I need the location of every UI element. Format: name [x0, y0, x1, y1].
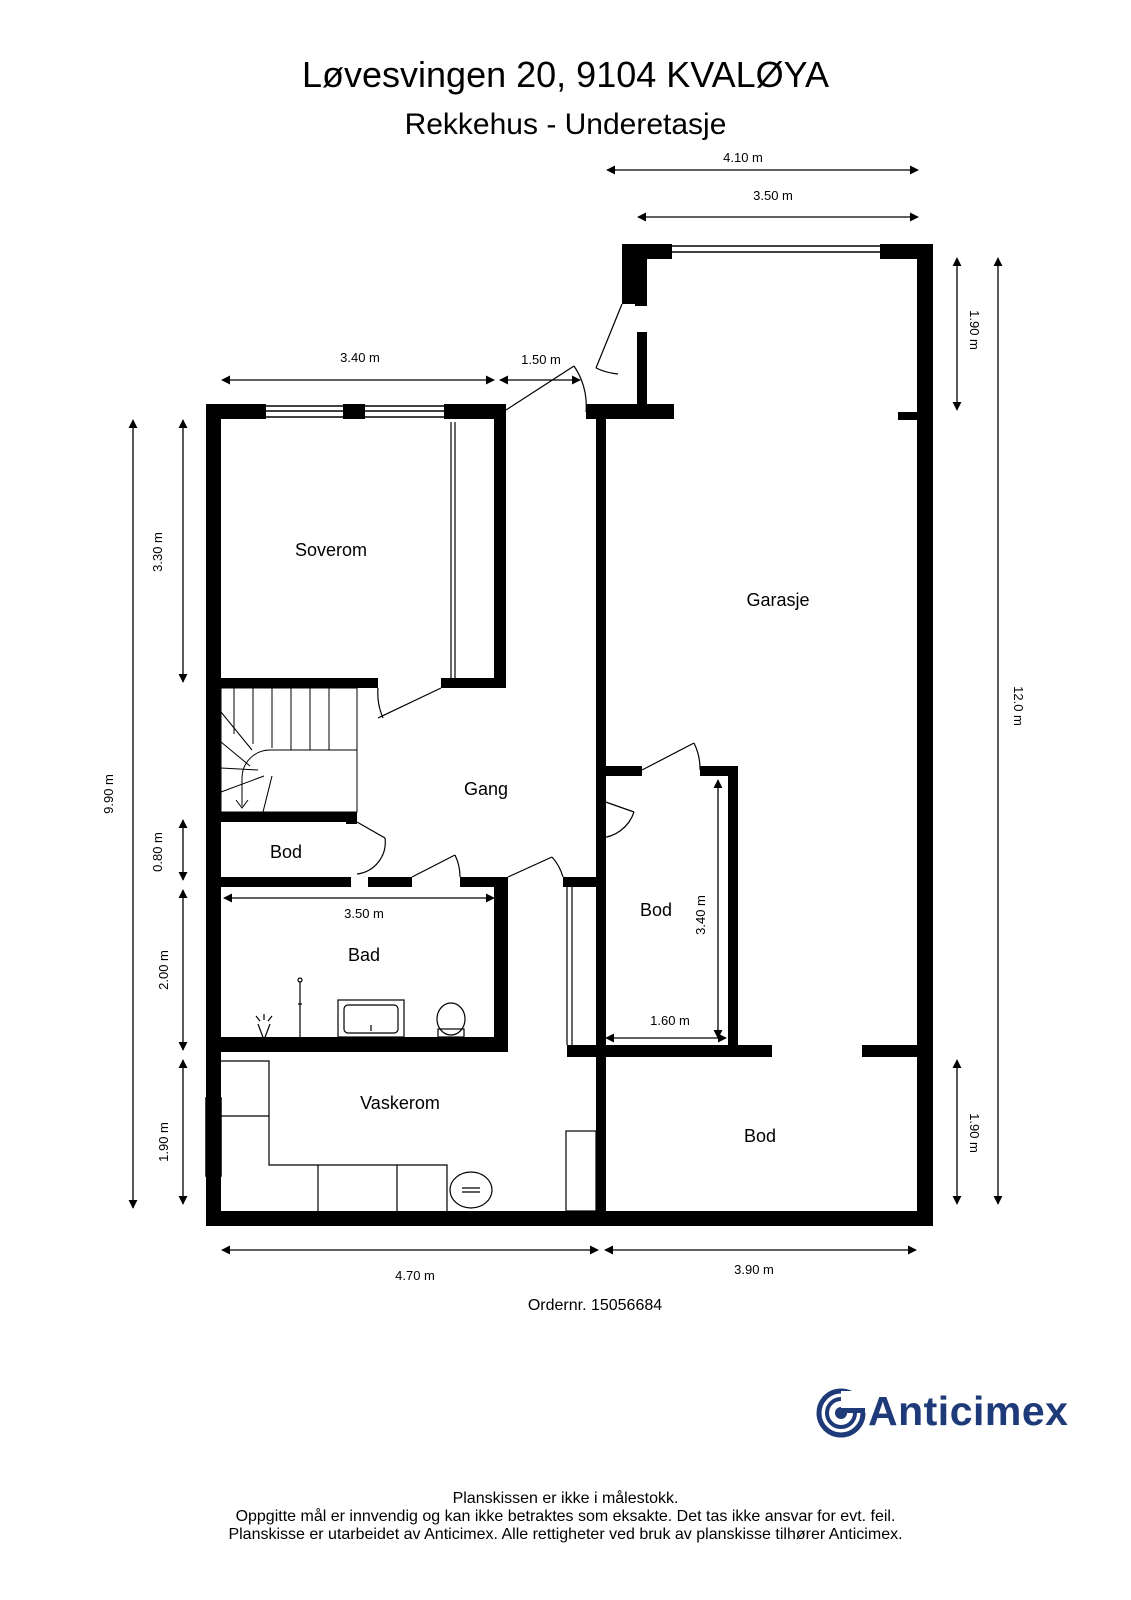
room-bad: Bad [348, 945, 380, 965]
dimension-lines [128, 165, 1003, 1255]
dim-top-3-40: 3.40 m [340, 350, 380, 365]
dim-left-1-90: 1.90 m [156, 1122, 171, 1162]
room-gang: Gang [464, 779, 508, 799]
room-garasje: Garasje [746, 590, 809, 610]
dim-right-1-90-bottom: 1.90 m [967, 1113, 982, 1153]
order-number: Ordernr. 15056684 [527, 1297, 663, 1314]
room-bod-bottom: Bod [744, 1126, 776, 1146]
logo-text: Anticimex [868, 1388, 1069, 1434]
wall-bottom [206, 1211, 933, 1226]
dim-bottom-4-70: 4.70 m [395, 1268, 435, 1283]
wall-right [917, 244, 933, 1226]
dim-bad-3-50: 3.50 m [344, 906, 384, 921]
windows [205, 245, 880, 1177]
dim-left-0-80: 0.80 m [150, 832, 165, 872]
fixtures [221, 977, 597, 1212]
dim-left-9-90: 9.90 m [101, 774, 116, 814]
doors [356, 303, 701, 878]
dim-left-3-30: 3.30 m [150, 532, 165, 572]
dim-right-12-0: 12.0 m [1011, 686, 1026, 726]
dim-bod-3-40: 3.40 m [693, 895, 708, 935]
anticimex-logo-icon [816, 1388, 866, 1438]
outer-walls [206, 244, 933, 1226]
closet-doors [450, 422, 573, 1045]
disclaimer-line-1: Planskissen er ikke i målestokk. [452, 1490, 679, 1507]
dim-bottom-3-90: 3.90 m [734, 1262, 774, 1277]
dim-top-3-50: 3.50 m [753, 188, 793, 203]
dim-top-1-50: 1.50 m [521, 352, 561, 367]
room-vaskerom: Vaskerom [360, 1093, 440, 1113]
interior-walls [221, 404, 922, 1224]
room-soverom: Soverom [295, 540, 367, 560]
disclaimer: Planskissen er ikke i målestokk. Oppgitt… [0, 1490, 1131, 1544]
stairs [220, 687, 358, 813]
dim-left-2-00: 2.00 m [156, 950, 171, 990]
plan-title: Løvesvingen 20, 9104 KVALØYA [302, 54, 829, 95]
disclaimer-line-3: Planskisse er utarbeidet av Anticimex. A… [228, 1526, 903, 1543]
dim-top-4-10: 4.10 m [723, 150, 763, 165]
wall-left [206, 404, 221, 1226]
dim-bod-1-60: 1.60 m [650, 1013, 690, 1028]
room-bod-mid: Bod [640, 900, 672, 920]
plan-subtitle: Rekkehus - Underetasje [404, 108, 727, 141]
dim-right-1-90-top: 1.90 m [967, 310, 982, 350]
room-bod-small: Bod [270, 842, 302, 862]
disclaimer-line-2: Oppgitte mål er innvendig og kan ikke be… [235, 1508, 896, 1525]
